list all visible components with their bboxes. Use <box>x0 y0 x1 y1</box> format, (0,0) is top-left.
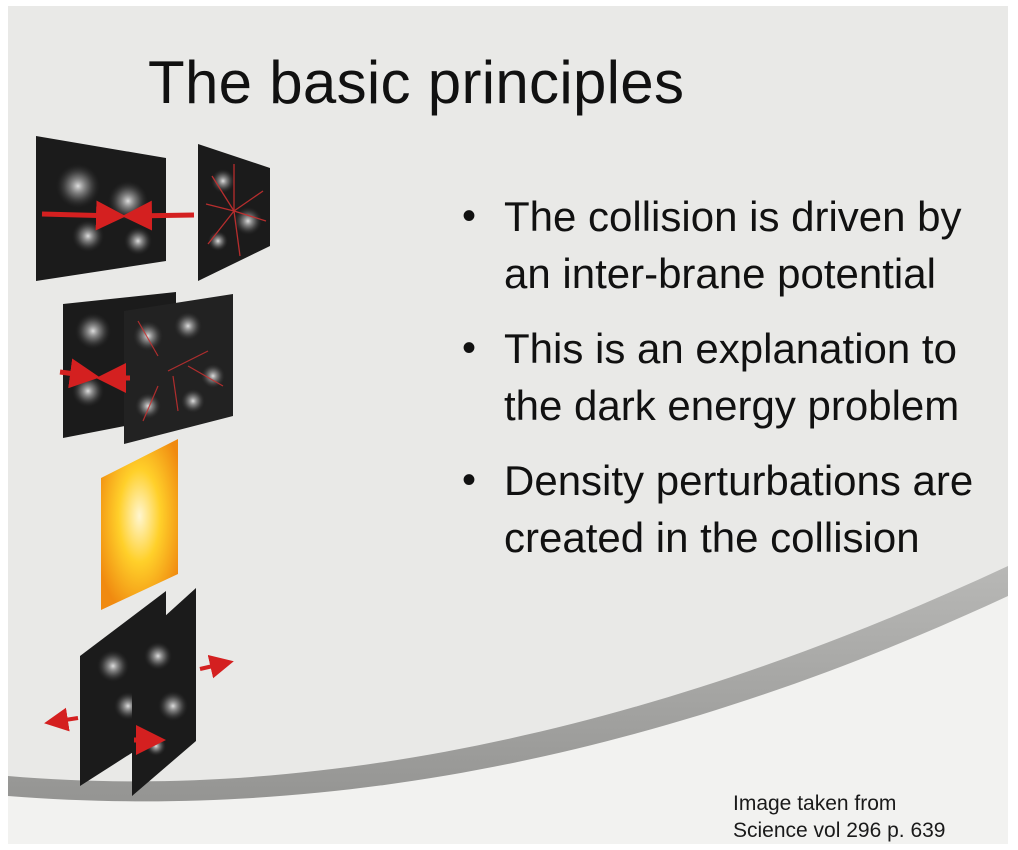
slide-title: The basic principles <box>148 49 685 116</box>
bullet-text: Density perturbations are created in the… <box>504 457 974 561</box>
credit-line-2: Science vol 296 p. 639 <box>733 819 946 842</box>
bullet-item: •Density perturbations are created in th… <box>462 457 974 561</box>
bullet-item: •This is an explanation to the dark ener… <box>462 325 960 429</box>
bullet-item: •The collision is driven by an inter-bra… <box>462 193 962 297</box>
credit-line-1: Image taken from <box>733 792 897 815</box>
big-bang-flash <box>101 439 178 610</box>
brane-collision-figure <box>36 136 270 796</box>
stage-separation <box>44 588 234 796</box>
background-swoosh <box>8 566 1008 844</box>
stage-approach <box>36 136 270 281</box>
slide: The basic principles <box>8 6 1008 844</box>
bullet-list: •The collision is driven by an inter-bra… <box>458 188 1003 584</box>
bullet-text: The collision is driven by an inter-bran… <box>504 193 962 297</box>
image-credit: Image taken from Science vol 296 p. 639 <box>733 790 945 844</box>
bullet-text: This is an explanation to the dark energ… <box>504 325 960 429</box>
stage-impact <box>59 292 233 444</box>
